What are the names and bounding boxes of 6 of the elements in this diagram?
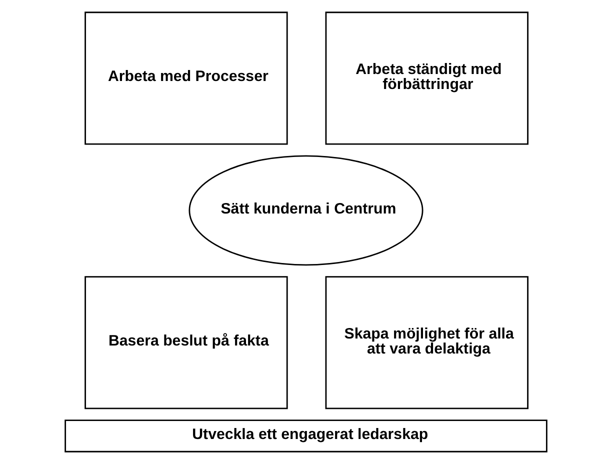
node-box: Basera beslut på fakta xyxy=(84,276,288,410)
node-box: Utveckla ett engagerat ledarskap xyxy=(64,420,548,452)
node-box: Arbeta med Processer xyxy=(84,12,288,145)
node-box: Skapa möjlighet för alla att vara delaktiga xyxy=(325,276,528,410)
node-ellipse: Sätt kunderna i Centrum xyxy=(188,155,424,266)
node-box: Arbeta ständigt med förbättringar xyxy=(325,12,528,145)
